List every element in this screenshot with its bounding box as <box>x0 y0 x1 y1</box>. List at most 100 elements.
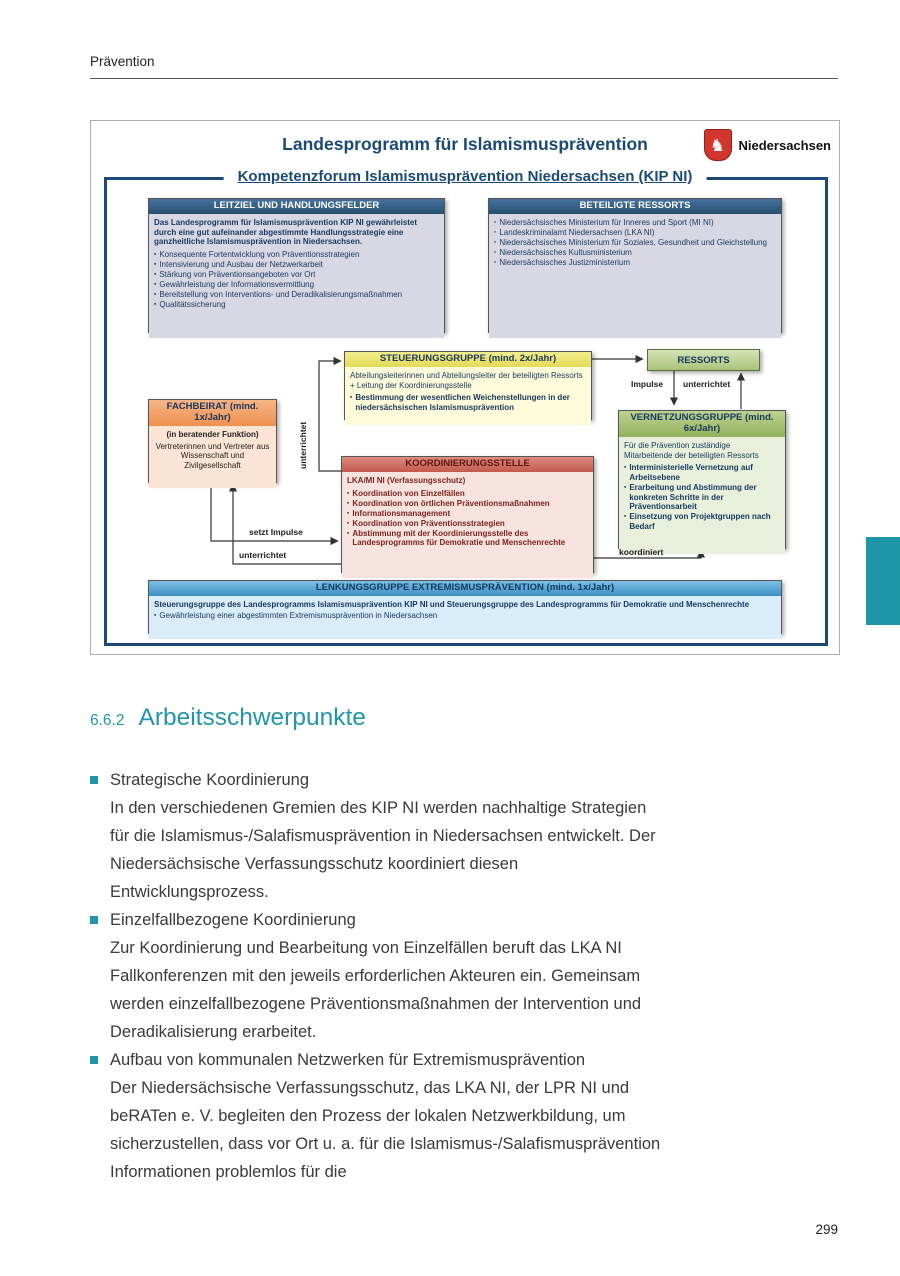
steuerungsgruppe-title: STEUERUNGSGRUPPE (mind. 2x/Jahr) <box>345 352 591 367</box>
list-item-title: Strategische Koordinierung <box>110 771 310 789</box>
diagram-bullet: ▪Abstimmung mit der Koordinierungsstelle… <box>347 528 566 548</box>
leitziel-intro: Das Landesprogramm für Islamismusprävent… <box>154 217 418 247</box>
bullet-marker: ▪ <box>624 513 627 521</box>
bullet-marker: ▪ <box>347 489 350 497</box>
coat-of-arms-icon: ♞ <box>703 129 732 161</box>
vernetzungsgruppe-intro: Für die Prävention zuständige Mitarbeite… <box>624 440 759 460</box>
bullet-marker: ▪ <box>624 464 627 472</box>
diagram-bullet: ▪Interministerielle Vernetzung auf Arbei… <box>624 463 753 483</box>
ressorts-box: RESSORTS <box>647 349 760 371</box>
bullet-marker: ▪ <box>347 499 350 507</box>
beteiligte-ressorts-box: BETEILIGTE RESSORTS ▪Niedersächsisches M… <box>488 198 782 338</box>
diagram-bullet: ▪Qualitätssicherung <box>154 300 226 310</box>
koordinierungsstelle-box: KOORDINIERUNGSSTELLE LKA/MI NI (Verfassu… <box>341 456 594 578</box>
logo-label: Niedersachsen <box>738 137 832 153</box>
horse-icon: ♞ <box>709 135 726 155</box>
bullet-square <box>90 776 98 784</box>
list-item-text: Zur Koordinierung und Bearbeitung von Ei… <box>110 939 642 1041</box>
fachbeirat-note: (in beratender Funktion) <box>166 429 259 439</box>
diagram-bullet: ▪Niedersächsisches Ministerium für Inner… <box>494 217 714 227</box>
diagram-bullet: ▪Niedersächsisches Kultusministerium <box>494 247 632 257</box>
diagram-bullet: ▪Gewährleistung der Informationsvermittl… <box>154 280 315 290</box>
diagram-bullet: ▪Intensivierung und Ausbau der Netzwerka… <box>154 260 323 270</box>
diagram-bullet: ▪Stärkung von Präventionsangeboten vor O… <box>154 270 316 280</box>
bullet-marker: ▪ <box>347 519 350 527</box>
header-divider <box>90 78 838 79</box>
diagram-title: Landesprogramm für Islamismusprävention <box>282 134 648 154</box>
bullet-marker: ▪ <box>154 271 157 279</box>
diagram-bullet: ▪Landeskriminalamt Niedersachsen (LKA NI… <box>494 227 655 237</box>
list-item: Aufbau von kommunalen Netzwerken für Ext… <box>90 1046 670 1186</box>
label-koordiniert: koordiniert <box>619 547 664 557</box>
label-unterrichtet-ressorts: unterrichtet <box>683 379 731 389</box>
list-item: Strategische Koordinierung In den versch… <box>90 766 670 906</box>
label-impulse: Impulse <box>631 379 664 389</box>
section-number: 6.6.2 <box>90 712 125 729</box>
diagram-bullet: ▪Niedersächsisches Ministerium für Sozia… <box>494 237 767 247</box>
diagram-bullet: ▪Koordination von Präventionsstrategien <box>347 518 505 528</box>
koordinierungsstelle-title: KOORDINIERUNGSSTELLE <box>342 457 593 472</box>
leitziel-bullets: ▪Konsequente Fortentwicklung von Prävent… <box>154 250 439 310</box>
diagram-bullet: ▪Erarbeitung und Abstimmung der konkrete… <box>624 482 757 512</box>
diagram-bullet: ▪Informationsmanagement <box>347 508 451 518</box>
label-setzt-impulse: setzt Impulse <box>249 527 303 537</box>
vernetzungsgruppe-title: VERNETZUNGSGRUPPE (mind. 6x/Jahr) <box>619 411 785 437</box>
bullet-marker: ▪ <box>494 258 497 266</box>
list-item: Einzelfallbezogene Koordinierung Zur Koo… <box>90 906 670 1046</box>
bullet-marker: ▪ <box>347 529 350 537</box>
diagram-bullet: ▪Gewährleistung einer abgestimmten Extre… <box>154 610 438 620</box>
bullet-marker: ▪ <box>154 251 157 259</box>
section-heading: 6.6.2 Arbeitsschwerpunkte <box>90 704 366 732</box>
diagram-bullet: ▪Koordination von örtlichen Präventionsm… <box>347 498 550 508</box>
diagram-bullet: ▪Bereitstellung von Interventions- und D… <box>154 290 403 300</box>
bullet-marker: ▪ <box>154 281 157 289</box>
diagram-bullet: ▪Einsetzung von Projektgruppen nach Beda… <box>624 512 771 531</box>
bullet-marker: ▪ <box>154 291 157 299</box>
section-body: Strategische Koordinierung In den versch… <box>90 766 670 1186</box>
bullet-marker: ▪ <box>347 509 350 517</box>
bullet-marker: ▪ <box>154 301 157 309</box>
beteiligte-ressorts-title: BETEILIGTE RESSORTS <box>489 199 781 214</box>
lenkungsgruppe-title: LENKUNGSGRUPPE EXTREMISMUSPRÄVENTION (mi… <box>149 581 781 596</box>
list-item-text: In den verschiedenen Gremien des KIP NI … <box>110 799 656 901</box>
diagram-bullet: ▪Koordination von Einzelfällen <box>347 488 465 498</box>
bullet-marker: ▪ <box>350 394 353 402</box>
page-number: 299 <box>815 1222 838 1237</box>
steuerungsgruppe-box: STEUERUNGSGRUPPE (mind. 2x/Jahr) Abteilu… <box>344 351 592 425</box>
vernetzungsgruppe-box: VERNETZUNGSGRUPPE (mind. 6x/Jahr) Für di… <box>618 410 786 554</box>
lenkungsgruppe-box: LENKUNGSGRUPPE EXTREMISMUSPRÄVENTION (mi… <box>148 580 782 639</box>
label-unterrichtet-fachbeirat: unterrichtet <box>239 550 287 560</box>
bullet-marker: ▪ <box>494 238 497 246</box>
bullet-marker: ▪ <box>494 218 497 226</box>
running-header: Prävention <box>90 54 155 69</box>
label-unterrichtet-vertical: unterrichtet <box>298 421 308 469</box>
fachbeirat-title: FACHBEIRAT (mind. 1x/Jahr) <box>149 400 276 426</box>
steuerungsgruppe-bullets: ▪Bestimmung der wesentlichen Weichenstel… <box>350 393 586 413</box>
lenkungsgruppe-bullets: ▪Gewährleistung einer abgestimmten Extre… <box>154 611 776 621</box>
bullet-marker: ▪ <box>154 261 157 269</box>
koordinierungsstelle-bullets: ▪Koordination von Einzelfällen ▪Koordina… <box>347 489 588 549</box>
list-item-title: Einzelfallbezogene Koordinierung <box>110 911 356 929</box>
bullet-marker: ▪ <box>154 611 157 619</box>
lenkungsgruppe-intro: Steuerungsgruppe des Landesprogramms Isl… <box>154 599 750 609</box>
fachbeirat-box: FACHBEIRAT (mind. 1x/Jahr) (in beratende… <box>148 399 277 488</box>
leitziel-box-title: LEITZIEL UND HANDLUNGSFELDER <box>149 199 444 214</box>
beteiligte-ressorts-list: ▪Niedersächsisches Ministerium für Inner… <box>494 218 776 268</box>
diagram-bullet: ▪Bestimmung der wesentlichen Weichenstel… <box>350 393 570 413</box>
steuerungsgruppe-intro: Abteilungsleiterinnen und Abteilungsleit… <box>350 370 583 390</box>
diagram-bullet: ▪Konsequente Fortentwicklung von Prävent… <box>154 250 360 260</box>
section-title: Arbeitsschwerpunkte <box>138 704 366 731</box>
leitziel-box: LEITZIEL UND HANDLUNGSFELDER Das Landesp… <box>148 198 445 338</box>
bullet-square <box>90 1056 98 1064</box>
diagram-subtitle: Kompetenzforum Islamismusprävention Nied… <box>223 168 707 185</box>
kip-ni-diagram: Landesprogramm für Islamismusprävention … <box>90 120 840 655</box>
koordinierungsstelle-intro: LKA/MI NI (Verfassungsschutz) <box>347 475 466 485</box>
chapter-tab <box>866 537 900 625</box>
list-item-title: Aufbau von kommunalen Netzwerken für Ext… <box>110 1051 586 1069</box>
bullet-square <box>90 916 98 924</box>
bullet-marker: ▪ <box>624 483 627 491</box>
niedersachsen-logo: ♞ Niedersachsen <box>703 129 832 161</box>
fachbeirat-text: Vertreterinnen und Vertreter aus Wissens… <box>155 441 270 471</box>
diagram-bullet: ▪Niedersächsisches Justizministerium <box>494 257 631 267</box>
